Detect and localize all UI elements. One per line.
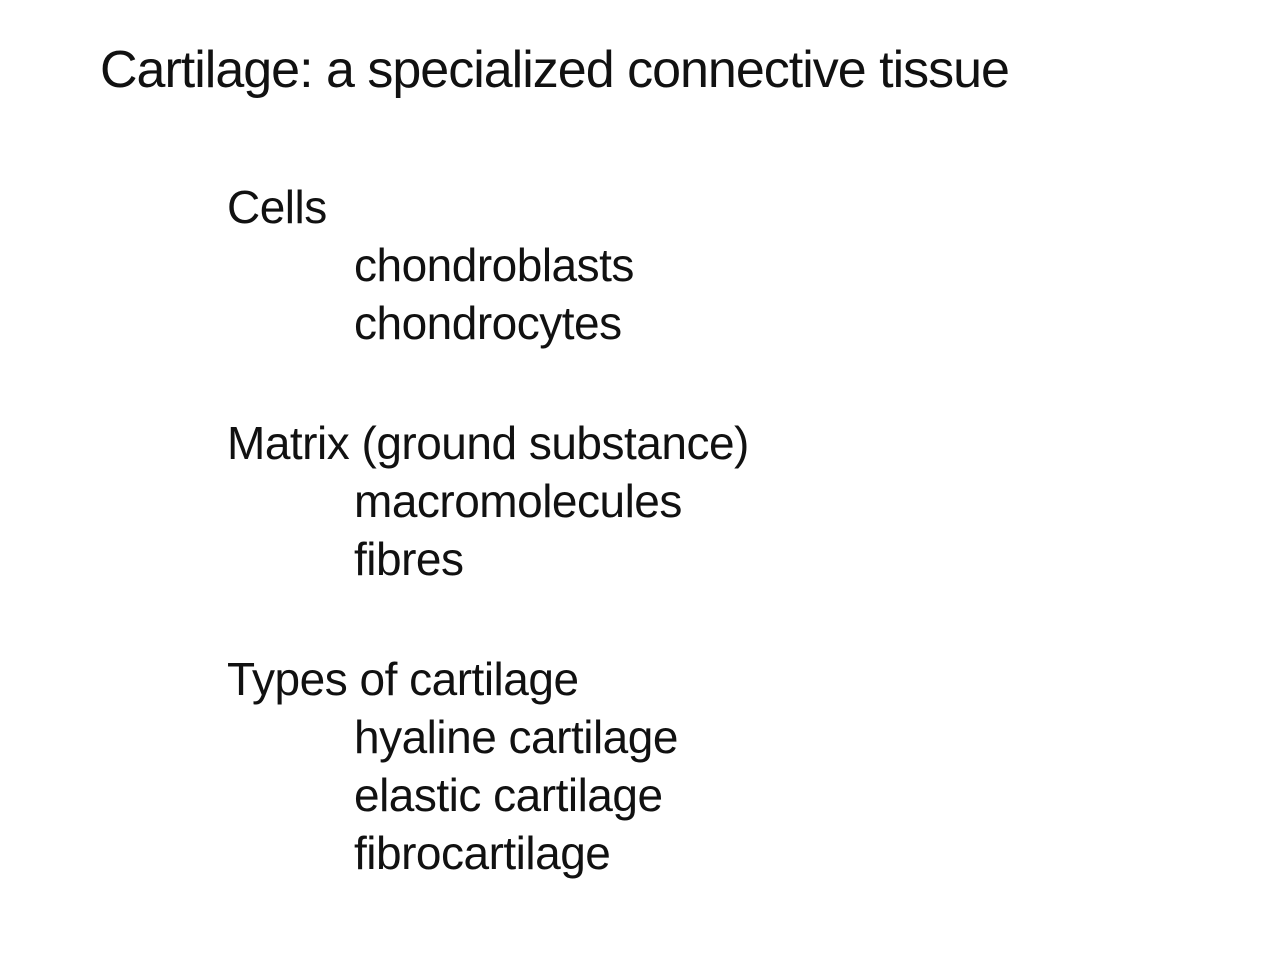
section-heading: Types of cartilage: [227, 653, 579, 705]
outline-section: Types of cartilage hyaline cartilage elast…: [227, 650, 749, 882]
outline-item: fibrocartilage: [354, 827, 611, 879]
slide-title: Cartilage: a specialized connective tiss…: [100, 41, 1010, 99]
outline-section: Matrix (ground substance) macromolecules f…: [227, 414, 749, 588]
outline-item: chondrocytes: [354, 297, 622, 349]
outline-item: elastic cartilage: [354, 769, 663, 821]
outline-section: Cells chondroblasts chondrocytes: [227, 178, 749, 352]
outline-item: macromolecules: [354, 475, 682, 527]
section-heading: Matrix (ground substance): [227, 417, 749, 469]
section-heading: Cells: [227, 181, 327, 233]
outline-item: chondroblasts: [354, 239, 634, 291]
outline-item: hyaline cartilage: [354, 711, 678, 763]
outline-item: fibres: [354, 533, 464, 585]
